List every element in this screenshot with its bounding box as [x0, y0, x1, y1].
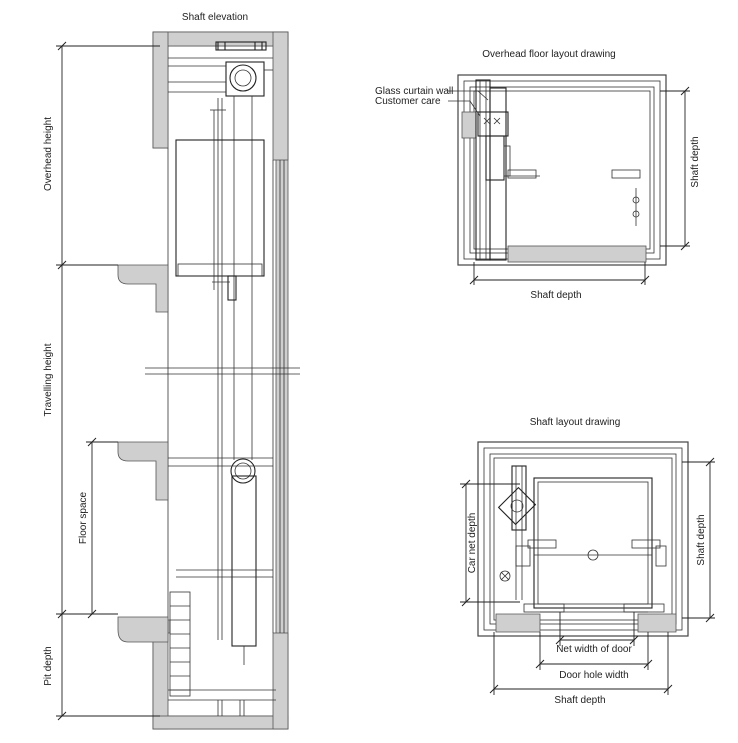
shaft-floor [152, 715, 289, 730]
travelling-height-label: Travelling height [43, 343, 54, 416]
shaft-car [533, 477, 653, 609]
shaft-roof [152, 31, 289, 47]
car-hanger [227, 275, 237, 301]
shaft-wall-top-left [152, 31, 169, 149]
shaft-counterweight [497, 486, 537, 526]
traction-machine [225, 61, 265, 97]
pit-depth-label: Pit depth [43, 646, 54, 685]
car-net-depth-label: Car net depth [467, 513, 478, 574]
overhead-shaft-depth-bottom: Shaft depth [530, 290, 581, 301]
counterweight-sheave [230, 458, 256, 484]
traction-sheave [229, 64, 257, 92]
shaft-layout: Shaft layout drawing [460, 417, 715, 706]
elevator-car [175, 139, 265, 277]
machine-beam [215, 41, 267, 51]
landing-slab-lower [117, 616, 169, 643]
landing-slab-middle [117, 441, 169, 501]
overhead-floor-layout: Overhead floor layout drawing Glass curt… [375, 49, 701, 301]
overhead-shaft-depth-right: Shaft depth [690, 136, 701, 187]
elevation-title: Shaft elevation [182, 12, 248, 23]
landing-slab-upper [117, 264, 169, 313]
shaft-wall-bottom-right [272, 632, 289, 730]
glass-curtain-wall-label: Glass curtain wall [375, 86, 453, 97]
pit-ladder [169, 591, 191, 697]
overhead-slab [507, 245, 647, 263]
shaft-slab-right [637, 613, 677, 633]
shaft-wall [152, 31, 289, 730]
shaft-elevation: Shaft elevation [43, 12, 300, 730]
shaft-wall-top-right [272, 31, 289, 161]
shaft-depth-bottom-label: Shaft depth [554, 695, 605, 706]
overhead-title: Overhead floor layout drawing [482, 49, 615, 60]
counterweight [231, 475, 257, 647]
shaft-outer-wall [477, 441, 689, 637]
shaft-slab-left [495, 613, 541, 633]
floor-space-label: Floor space [78, 491, 89, 544]
net-width-door-label: Net width of door [556, 644, 632, 655]
overhead-height-label: Overhead height [43, 117, 54, 191]
customer-care-panel [461, 111, 477, 139]
shaft-layout-title: Shaft layout drawing [530, 417, 621, 428]
customer-care-label: Customer care [375, 96, 441, 107]
door-hole-width-label: Door hole width [559, 670, 628, 681]
shaft-depth-right-label: Shaft depth [696, 514, 707, 565]
